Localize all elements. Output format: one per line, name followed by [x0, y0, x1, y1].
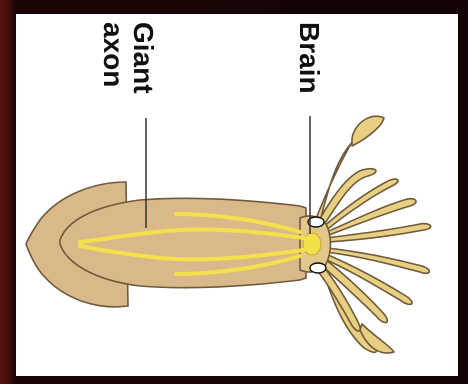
squid-brain — [303, 233, 321, 255]
upper-tentacle-club — [352, 116, 384, 146]
brain-label: Brain — [294, 22, 324, 94]
squid-body — [26, 182, 331, 307]
squid-eye-lower — [310, 263, 326, 273]
squid-arms — [314, 116, 431, 353]
giant-axon-label-line1: Giant — [128, 22, 158, 94]
giant-axon-label-line2: axon — [98, 22, 128, 87]
